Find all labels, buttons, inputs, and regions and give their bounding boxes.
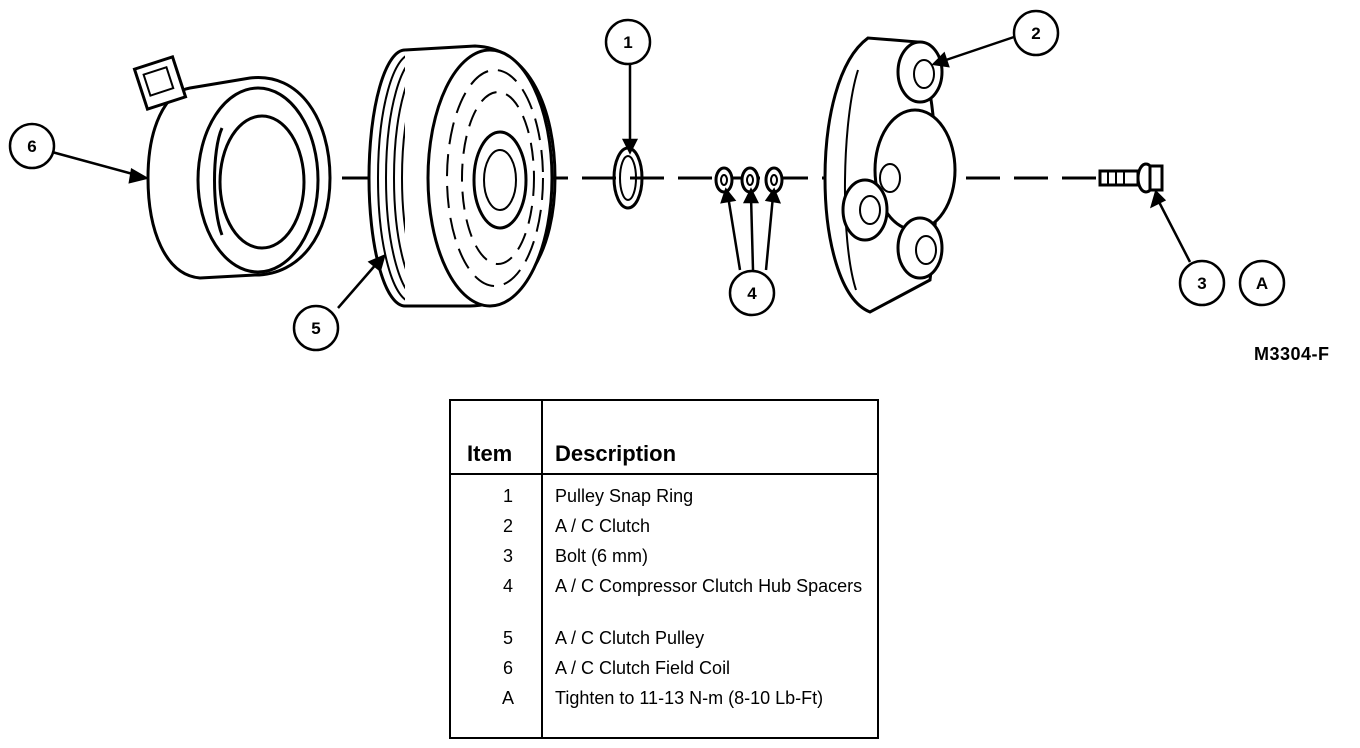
legend-table: Item Description 1 Pulley Snap Ring 2 A … [449, 399, 879, 739]
table-header-description: Description [555, 441, 677, 466]
callout-6: 6 [8, 122, 56, 170]
row-item: 5 [502, 628, 513, 648]
exploded-view-diagram: 1 2 3 4 5 6 A [8, 9, 1286, 352]
row-item: 1 [502, 486, 513, 506]
callout-4: 4 [728, 269, 776, 317]
field-coil-part [132, 54, 332, 280]
callout-1-label: 1 [623, 33, 632, 52]
callout-2-label: 2 [1031, 24, 1040, 43]
callout-2: 2 [1012, 9, 1060, 57]
row-description: A / C Compressor Clutch Hub Spacers [555, 576, 863, 596]
row-item: 4 [502, 576, 513, 596]
row-description: Tighten to 11-13 N-m (8-10 Lb-Ft) [555, 688, 824, 708]
row-description: A / C Clutch [555, 516, 651, 536]
callout-6-label: 6 [27, 137, 36, 156]
leader-lines [51, 35, 1192, 309]
row-description: A / C Clutch Pulley [555, 628, 705, 648]
callout-a-label: A [1256, 274, 1268, 293]
row-description: A / C Clutch Field Coil [555, 658, 731, 678]
table-header-divider [451, 473, 877, 475]
row-item: 6 [502, 658, 513, 678]
callout-4-label: 4 [747, 284, 757, 303]
callout-5-label: 5 [311, 319, 320, 338]
row-description: Pulley Snap Ring [555, 486, 694, 506]
clutch-pulley-part [367, 44, 557, 308]
bolt-part [1098, 162, 1164, 194]
row-item: A [501, 688, 514, 708]
ac-clutch-part [823, 36, 957, 314]
figure-code: M3304-F [1254, 344, 1330, 364]
callout-1: 1 [604, 18, 652, 66]
table-column-divider [541, 401, 543, 737]
callout-3: 3 [1178, 259, 1226, 307]
callout-3-label: 3 [1197, 274, 1206, 293]
row-description: Bolt (6 mm) [555, 546, 649, 566]
callout-a: A [1238, 259, 1286, 307]
row-item: 2 [502, 516, 513, 536]
callout-5: 5 [292, 304, 340, 352]
row-item: 3 [502, 546, 513, 566]
table-header-item: Item [467, 441, 513, 466]
